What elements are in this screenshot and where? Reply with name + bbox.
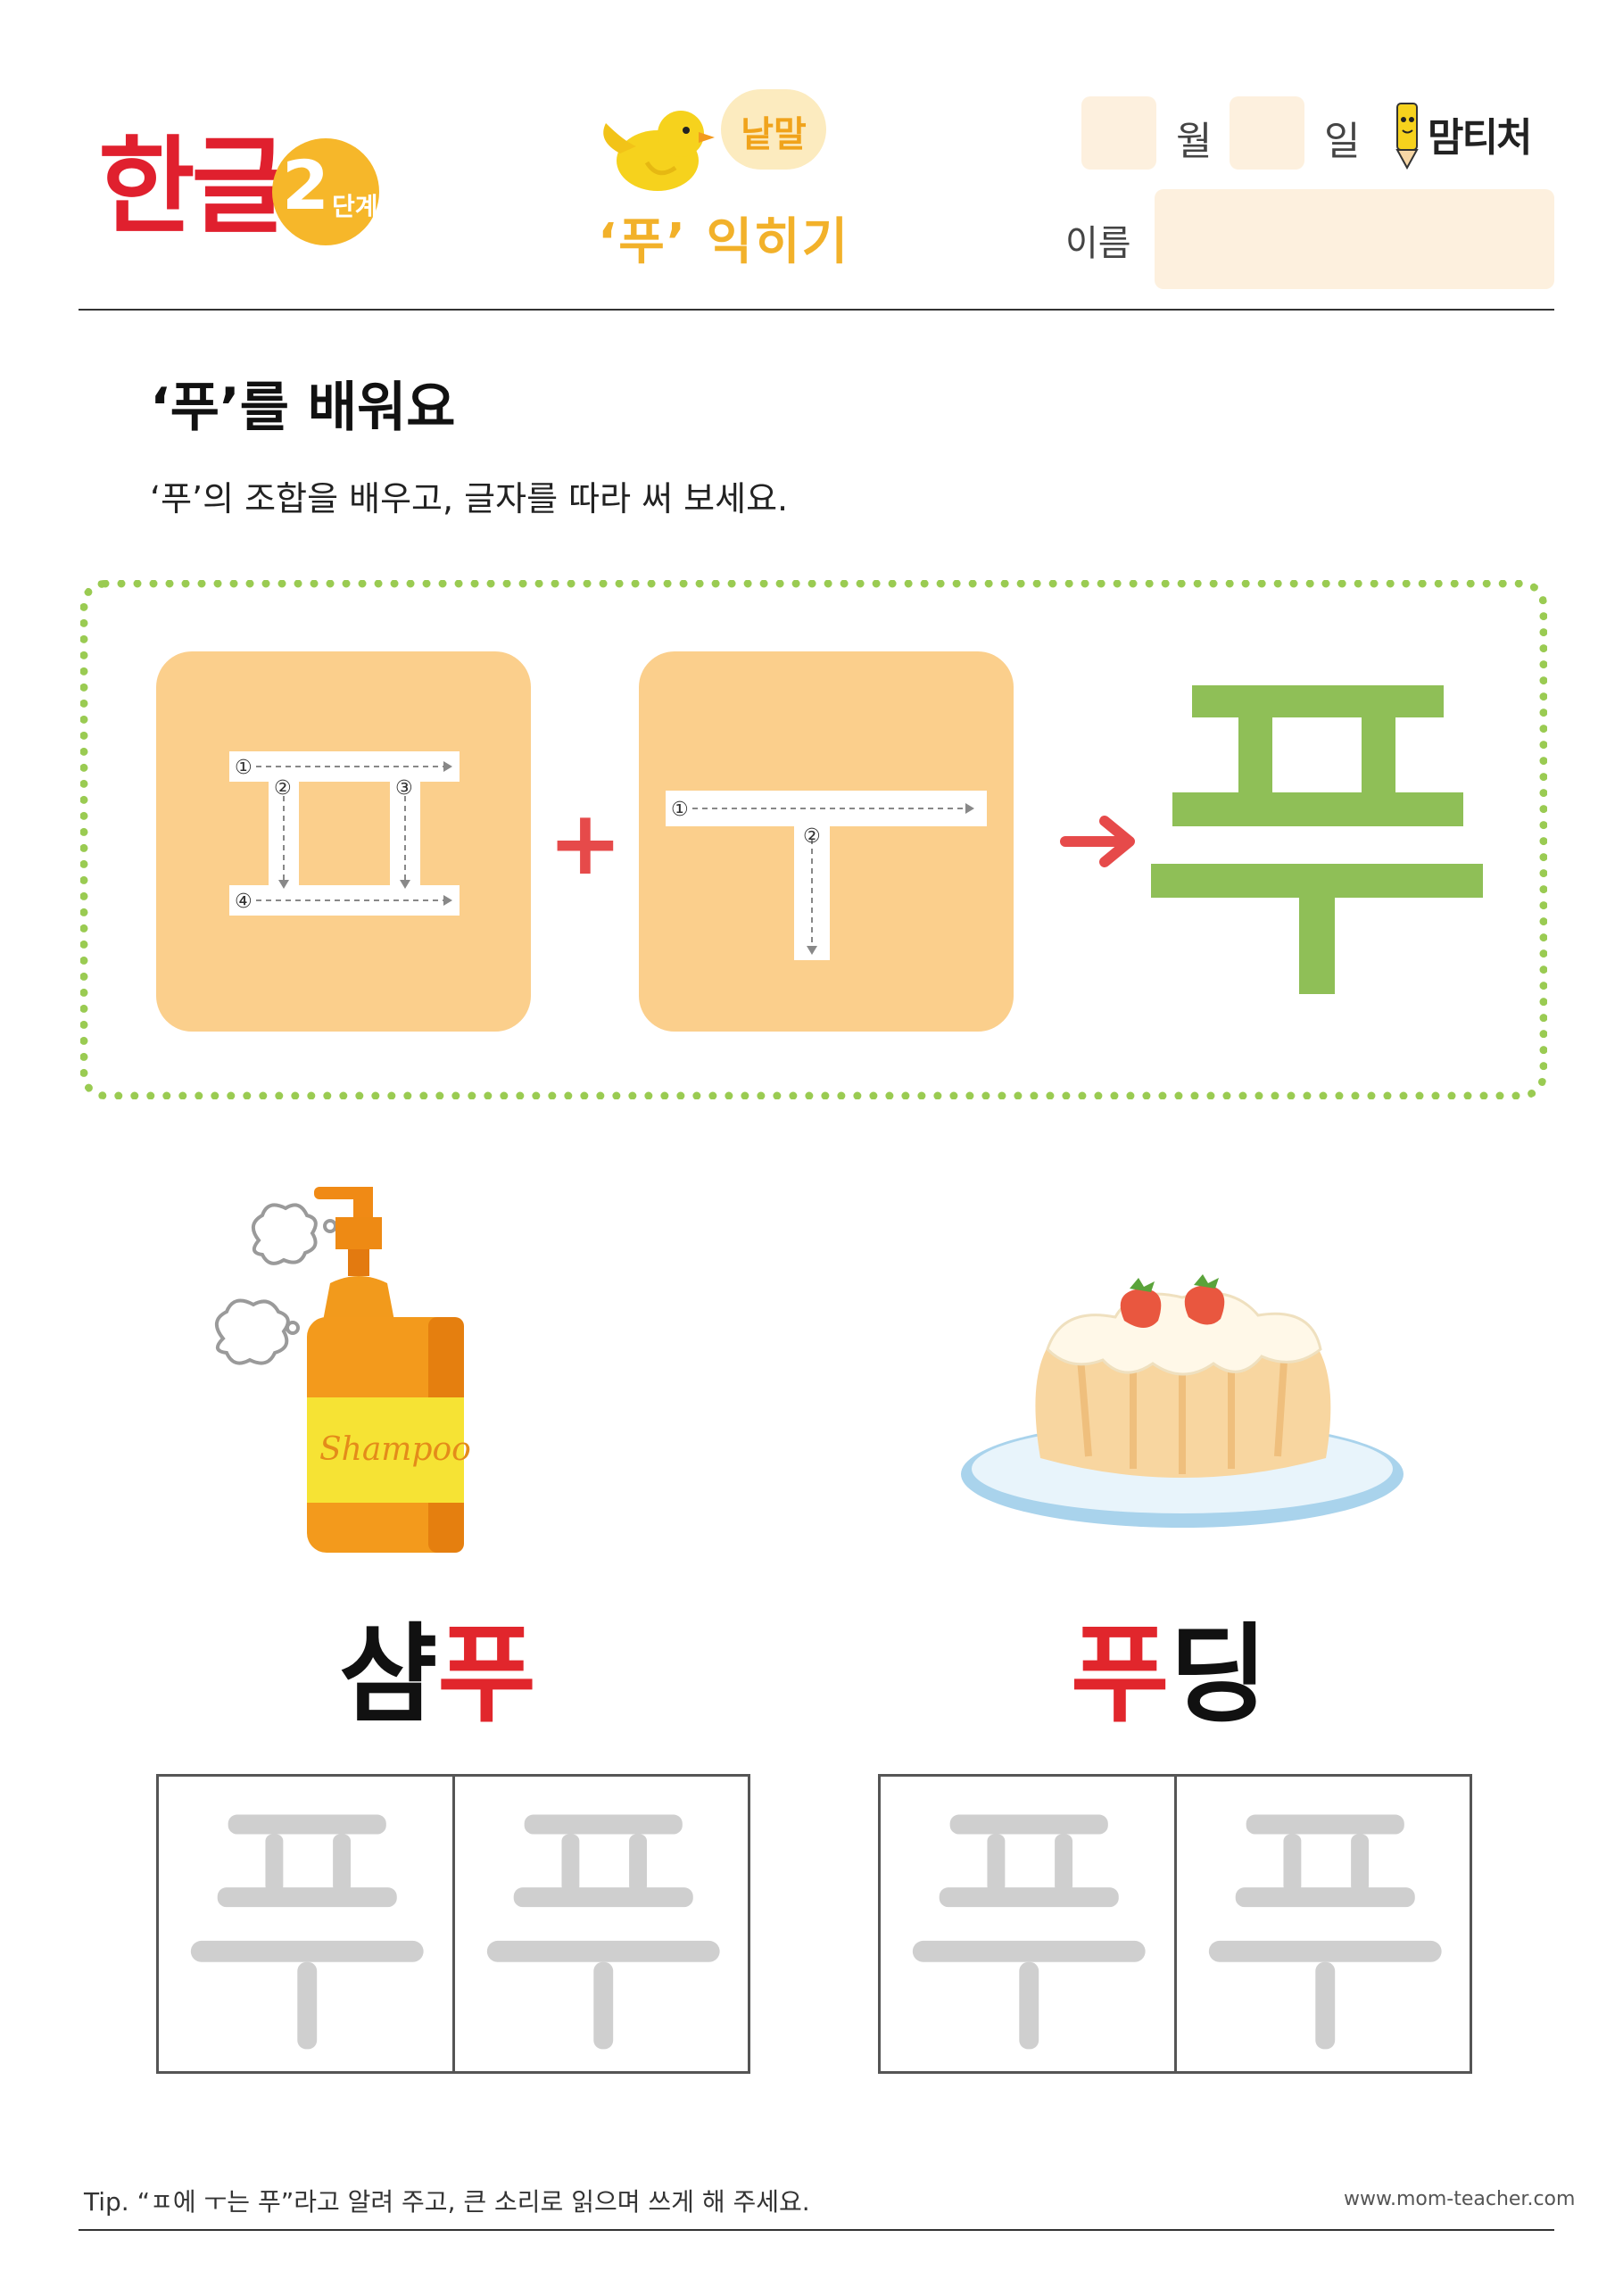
section-description: ‘푸’의 조합을 배우고, 글자를 따라 써 보세요. xyxy=(150,479,789,518)
lesson-title: ‘푸’ 익히기 xyxy=(598,213,850,271)
stroke-number: ① xyxy=(671,799,689,821)
tracing-cell[interactable] xyxy=(455,1777,749,2071)
name-label: 이름 xyxy=(1065,223,1131,264)
vowel-stroke-guide: ① ② xyxy=(666,791,987,960)
tracing-cell[interactable] xyxy=(159,1777,455,2071)
section-title: ‘푸’를 배워요 xyxy=(150,377,456,439)
pencil-icon xyxy=(1395,103,1419,170)
shampoo-label: Shampoo xyxy=(319,1431,471,1468)
consonant-stroke-guide: ① ② ③ ④ xyxy=(229,751,460,916)
result-syllable xyxy=(1151,685,1483,994)
logo-text: 한글 xyxy=(98,125,288,248)
stage-label: 단계 xyxy=(332,192,378,221)
shampoo-illustration: Shampoo xyxy=(215,1187,471,1553)
vowel-tile: ① ② xyxy=(639,651,1014,1032)
plus-sign: + xyxy=(548,791,623,895)
header-divider xyxy=(79,309,1554,311)
tracing-box-shampoo xyxy=(156,1774,750,2074)
bird-icon xyxy=(603,111,715,191)
tracing-box-pudding xyxy=(878,1774,1472,2074)
stroke-number: ② xyxy=(274,777,292,800)
word-pudding: 푸딩 xyxy=(1071,1622,1268,1729)
trace-guide-glyph xyxy=(486,1814,720,2050)
word-shampoo: 샴푸 xyxy=(339,1622,536,1729)
stroke-number: ① xyxy=(235,757,253,779)
tip-text: Tip. “ㅍ에 ㅜ는 푸”라고 알려 주고, 큰 소리로 읽으며 쓰게 해 주… xyxy=(84,2187,810,2217)
pudding-illustration xyxy=(961,1274,1404,1528)
day-field[interactable] xyxy=(1230,96,1304,170)
month-label: 월 xyxy=(1176,119,1213,164)
trace-guide-glyph xyxy=(1208,1814,1442,2050)
word-highlight: 푸 xyxy=(437,1613,536,1737)
word-highlight: 푸 xyxy=(1071,1613,1170,1737)
day-label: 일 xyxy=(1324,119,1361,164)
stroke-number: ④ xyxy=(235,891,253,913)
footer-divider xyxy=(79,2229,1554,2231)
brand-logo: 맘티처 xyxy=(1428,115,1532,161)
arrow-right-icon xyxy=(1060,816,1135,867)
tag-pill xyxy=(721,89,826,170)
stroke-number: ③ xyxy=(395,777,413,800)
tracing-cell[interactable] xyxy=(1177,1777,1470,2071)
name-field[interactable] xyxy=(1155,189,1554,289)
consonant-tile: ① ② ③ ④ xyxy=(156,651,531,1032)
website-link[interactable]: www.mom-teacher.com xyxy=(1344,2188,1576,2210)
word-part: 샴 xyxy=(339,1613,438,1737)
stroke-number: ② xyxy=(803,825,821,848)
month-field[interactable] xyxy=(1081,96,1156,170)
combination-panel xyxy=(80,580,1547,1099)
tracing-cell[interactable] xyxy=(881,1777,1177,2071)
word-part: 딩 xyxy=(1169,1613,1268,1737)
stage-number: 2 xyxy=(282,145,329,225)
worksheet-logo: 한글 xyxy=(98,134,288,239)
trace-guide-glyph xyxy=(190,1814,424,2050)
trace-guide-glyph xyxy=(912,1814,1146,2050)
tag-label: 낱말 xyxy=(741,114,807,155)
stage-badge xyxy=(272,138,379,245)
